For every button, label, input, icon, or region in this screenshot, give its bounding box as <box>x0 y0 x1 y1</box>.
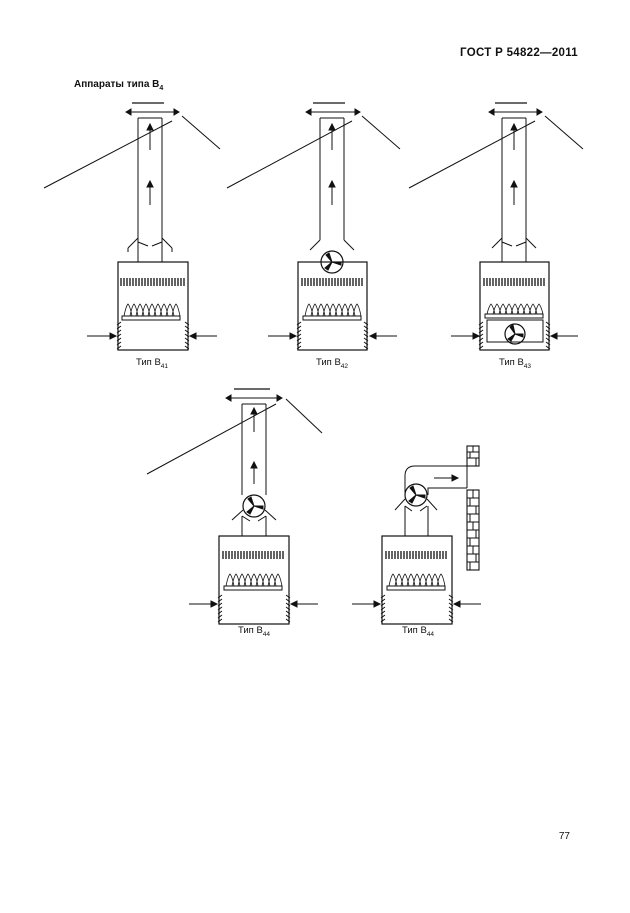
heat-exchanger <box>120 278 185 286</box>
section-title-subscript: 4 <box>159 85 164 92</box>
caption-b44-wall: Тип B44 <box>358 625 478 638</box>
caption-b41: Тип B41 <box>92 357 212 370</box>
caption-b43: Тип B43 <box>455 357 575 370</box>
roof-line <box>181 115 221 150</box>
fan-blades <box>507 324 524 342</box>
section-title-main: Аппараты типа B <box>74 79 160 90</box>
caption-subscript: 44 <box>426 631 435 638</box>
caption-prefix: Тип B <box>135 357 161 368</box>
burner-flames <box>121 303 181 321</box>
caption-b44-roof: Тип B44 <box>194 625 314 638</box>
caption-subscript: 42 <box>340 363 349 370</box>
air-inlet-grill <box>116 321 190 350</box>
caption-prefix: Тип B <box>498 357 524 368</box>
fan-icon <box>242 494 266 518</box>
brick-pattern <box>467 446 479 570</box>
document-standard-code: ГОСТ Р 54822—2011 <box>460 47 578 59</box>
fan-icon <box>404 483 428 507</box>
caption-subscript: 43 <box>523 363 532 370</box>
roof-line <box>43 120 173 189</box>
caption-prefix: Тип B <box>237 625 263 636</box>
fan-icon <box>320 250 344 274</box>
fan-blades <box>246 496 264 515</box>
caption-b42: Тип B42 <box>272 357 392 370</box>
burner <box>121 315 181 321</box>
caption-subscript: 41 <box>160 363 169 370</box>
fan-blades <box>324 252 342 271</box>
exhaust-duct <box>404 465 467 495</box>
page-number: 77 <box>558 831 570 842</box>
caption-subscript: 44 <box>262 631 271 638</box>
caption-prefix: Тип B <box>401 625 427 636</box>
section-title: Аппараты типа B4 <box>74 79 163 92</box>
caption-prefix: Тип B <box>315 357 341 368</box>
fan-icon <box>504 323 526 345</box>
fan-blades <box>408 485 426 504</box>
